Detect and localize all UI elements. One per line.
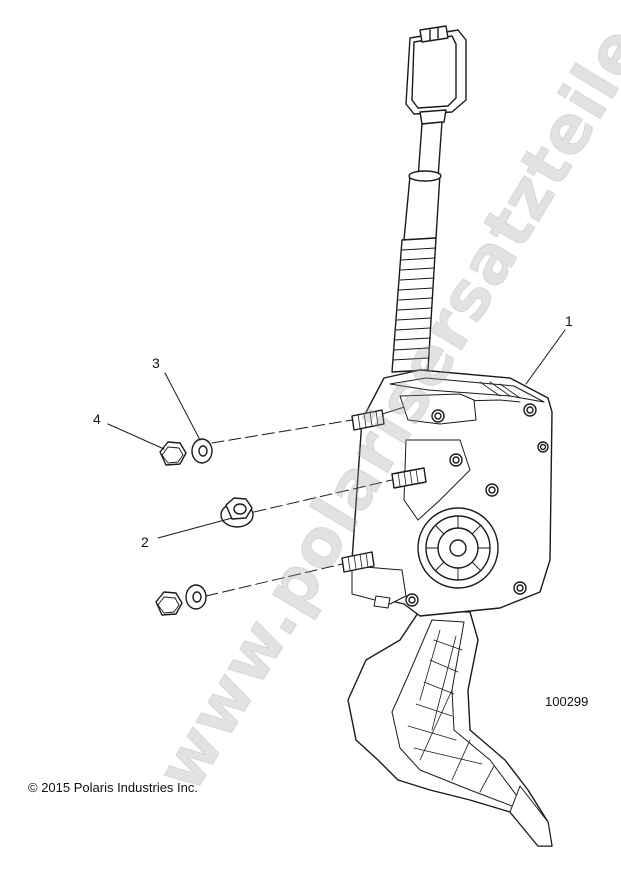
mounting-stud-upper	[351, 409, 385, 431]
pedal-arm	[347, 609, 553, 847]
flat-washer-lower	[185, 584, 207, 610]
callout-2: 2	[141, 534, 149, 550]
leader-line-3	[164, 372, 201, 441]
hex-nut-upper	[159, 441, 187, 466]
assembly-line-upper	[211, 419, 353, 444]
flat-washer-upper	[191, 438, 213, 464]
mounting-stud-middle	[391, 467, 427, 489]
copyright-notice: © 2015 Polaris Industries Inc.	[28, 780, 198, 795]
sensor-cable	[391, 121, 443, 373]
leader-line-2	[157, 517, 233, 539]
callout-4: 4	[93, 411, 101, 427]
leader-line-4	[107, 423, 165, 450]
electrical-connector	[405, 25, 467, 125]
pedal-housing	[351, 369, 553, 617]
callout-1: 1	[565, 313, 573, 329]
mounting-stud-lower	[341, 551, 375, 573]
hex-nut-lower	[155, 591, 183, 616]
figure-number: 100299	[545, 694, 589, 709]
callout-3: 3	[152, 355, 160, 371]
flange-nut	[220, 497, 254, 528]
assembly-line-middle	[253, 479, 393, 513]
leader-line-1	[525, 329, 566, 385]
assembly-line-lower	[205, 563, 343, 597]
